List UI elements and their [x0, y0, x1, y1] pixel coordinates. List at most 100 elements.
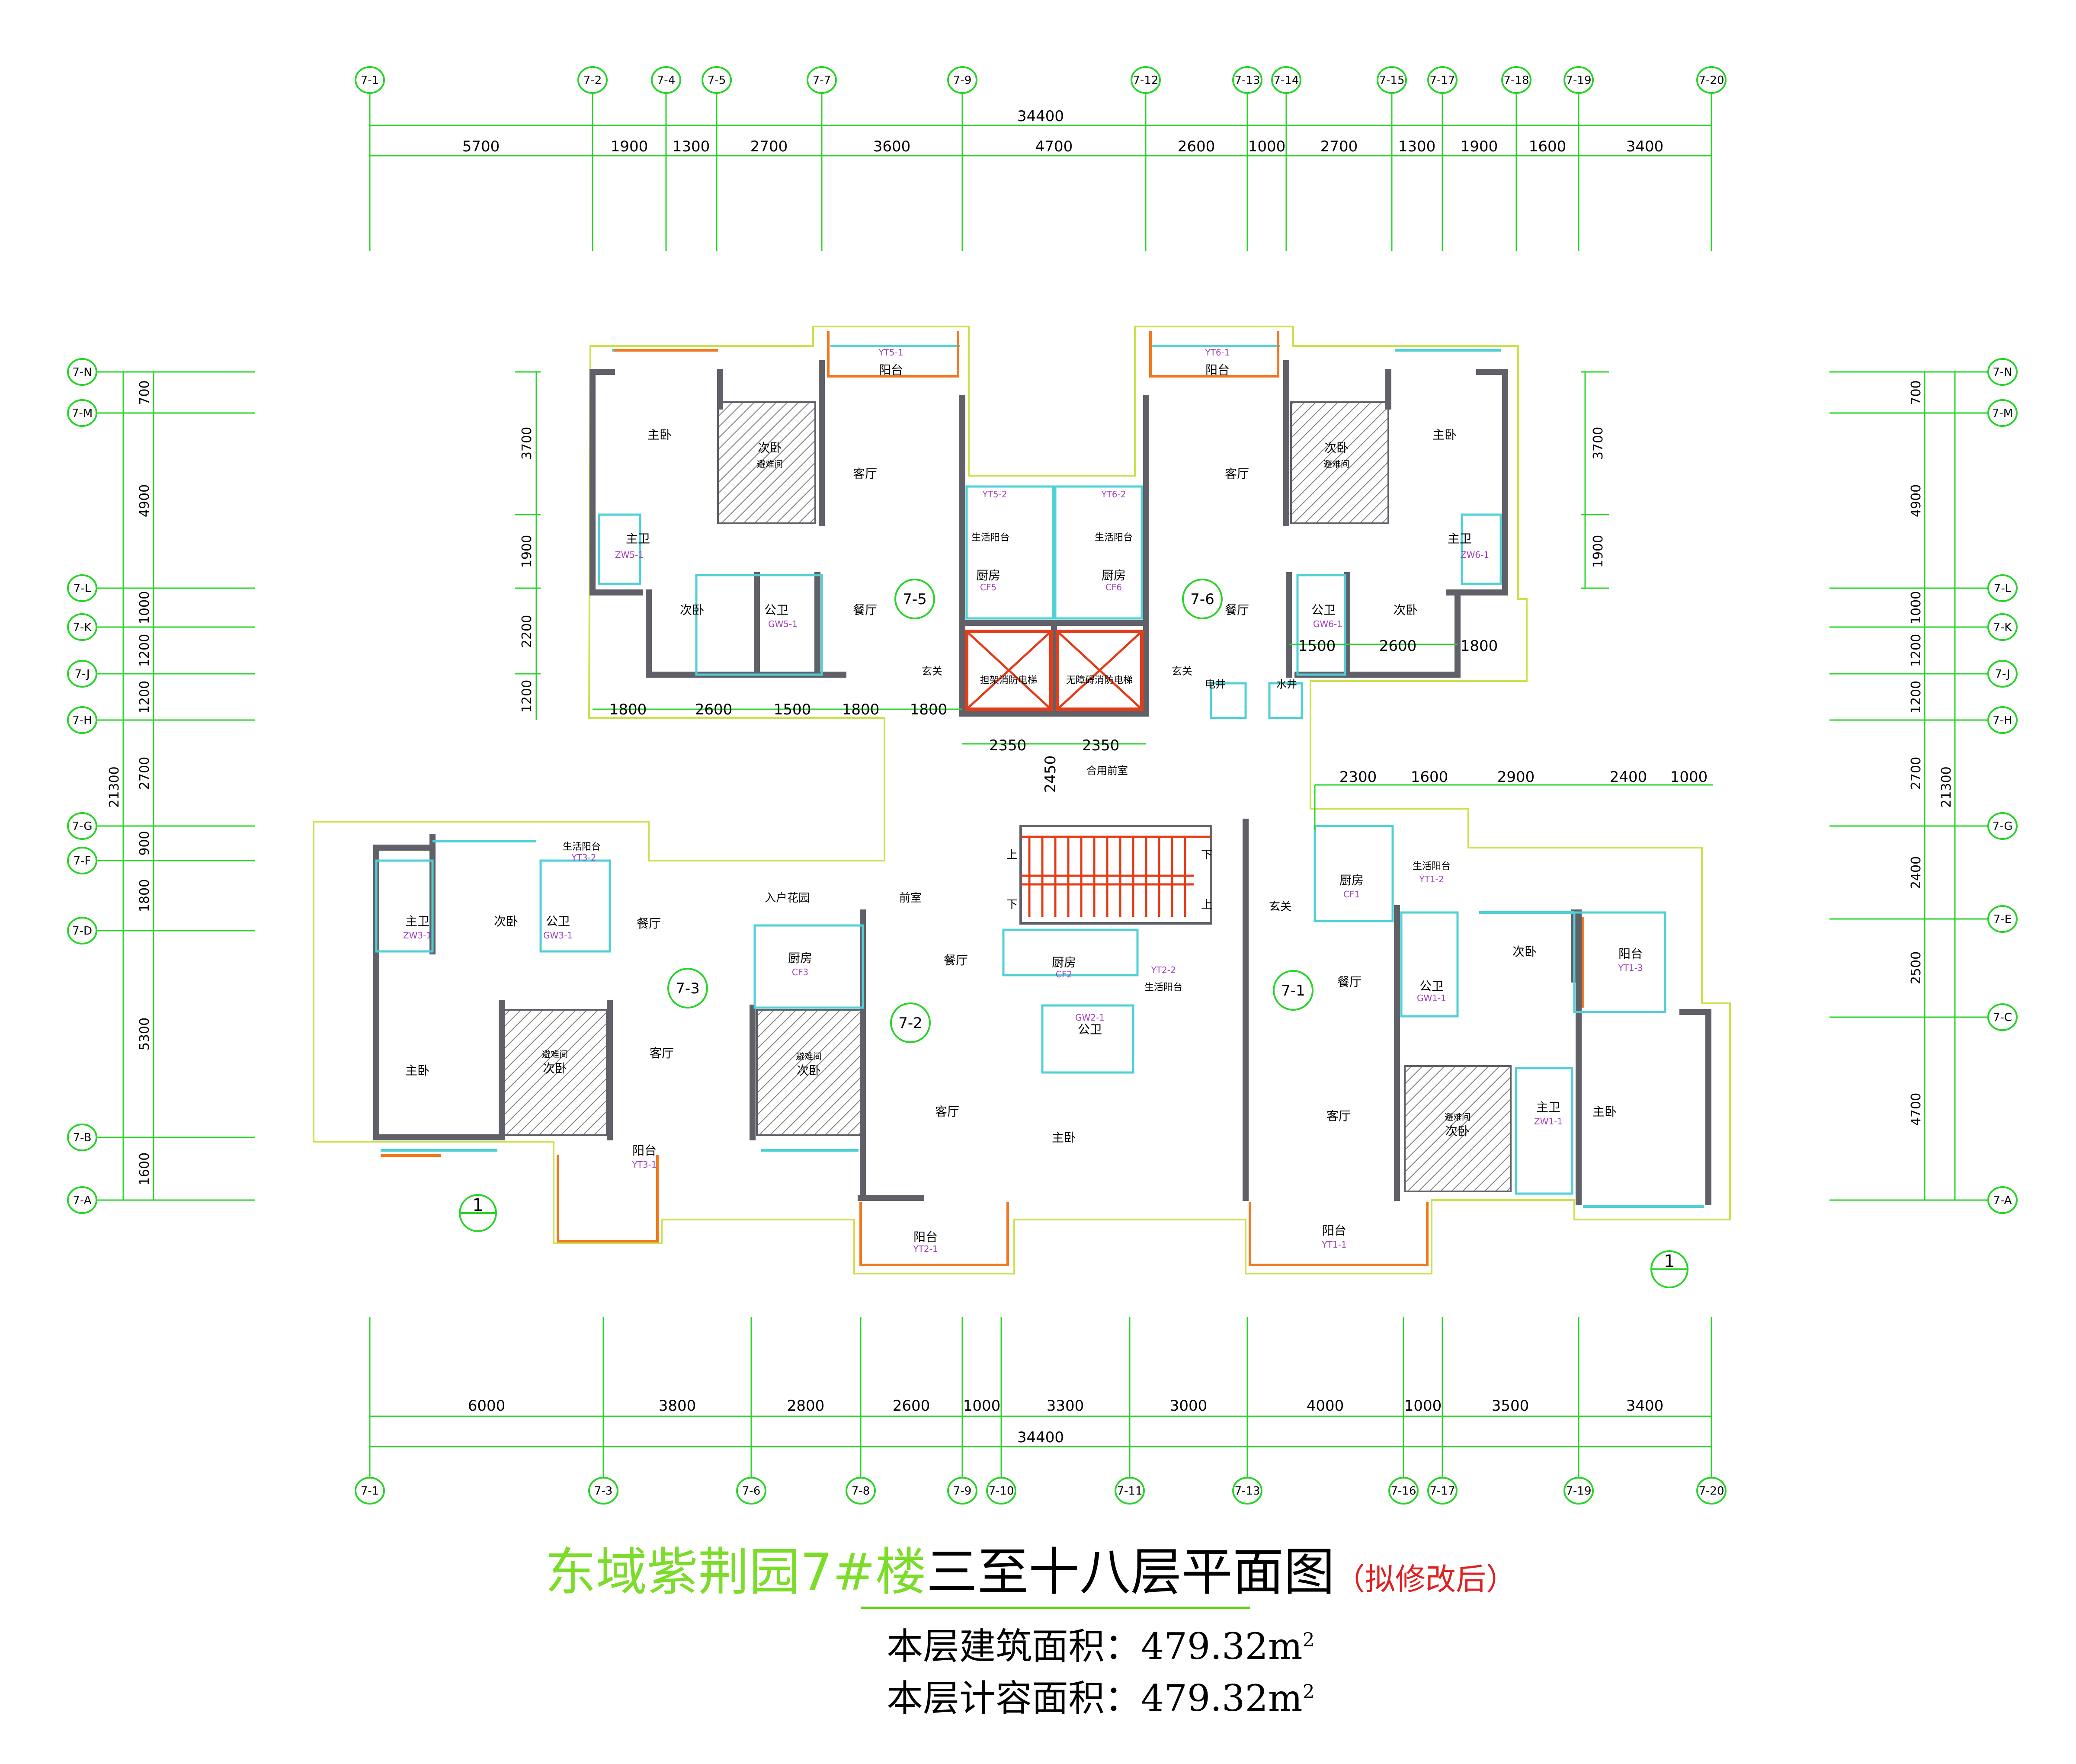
- room-label: 上: [1006, 848, 1018, 861]
- dim: 2600: [695, 701, 733, 718]
- section-marks: 1 1: [459, 1194, 1688, 1288]
- dim: 1300: [1398, 138, 1436, 155]
- tag: CF3: [792, 967, 808, 977]
- left-axis-bubbles: [67, 358, 97, 1214]
- axis-label: 7-C: [1993, 1011, 2012, 1024]
- axis-label: 7-3: [594, 1485, 612, 1498]
- axis-label: 7-13: [1234, 1485, 1260, 1498]
- tag: ZW1-1: [1534, 1116, 1563, 1127]
- top-dimensions: 34400 5700 1900 1300 2700 3600 4700 2600…: [462, 108, 1664, 155]
- dim-total: 34400: [1017, 1429, 1064, 1446]
- building-outline: [313, 326, 1731, 1274]
- axis-label: 7-9: [953, 74, 971, 87]
- dim: 3600: [873, 138, 911, 155]
- dim-total: 21300: [107, 766, 122, 807]
- axis-label: 7-J: [74, 668, 90, 681]
- dim: 1000: [137, 591, 152, 624]
- room-label: 阳台: [1205, 363, 1230, 377]
- axis-label: 7-E: [1993, 913, 2012, 926]
- axis-label: 7-5: [708, 74, 726, 87]
- dim: 3500: [1492, 1397, 1529, 1415]
- dim: 5700: [462, 138, 500, 155]
- dim: 2350: [989, 737, 1027, 754]
- dim: 2400: [1610, 768, 1647, 786]
- room-label: 公卫: [546, 914, 570, 928]
- room-label: 担架消防电梯: [980, 675, 1037, 686]
- bottom-axis-grid: [369, 1317, 1712, 1477]
- room-label: 下: [1006, 898, 1018, 911]
- unit-label: 7-6: [1190, 591, 1214, 608]
- dim: 1500: [774, 701, 811, 718]
- axis-label: 7-D: [72, 925, 92, 938]
- tag: YT6-1: [1205, 347, 1230, 358]
- room-label: 次卧: [758, 441, 782, 455]
- dim: 6000: [468, 1397, 506, 1415]
- dim-total: 34400: [1017, 108, 1064, 125]
- axis-label: 7-2: [583, 74, 602, 87]
- dim: 3700: [1591, 427, 1606, 460]
- room-label: 下: [1201, 848, 1212, 861]
- axis-label: 7-10: [988, 1485, 1014, 1498]
- room-label: 客厅: [1225, 467, 1249, 481]
- tag: CF2: [1056, 969, 1072, 980]
- dim: 1900: [1591, 535, 1606, 568]
- axis-label: 7-A: [73, 1194, 91, 1207]
- dim: 2700: [750, 138, 788, 155]
- room-label: 避难间: [757, 459, 783, 469]
- unit-label: 7-2: [898, 1015, 923, 1032]
- dim: 3700: [519, 427, 535, 460]
- room-label: 生活阳台: [971, 532, 1009, 543]
- room-label: 次卧: [1394, 603, 1418, 617]
- room-label: 玄关: [1172, 665, 1192, 677]
- tag: GW2-1: [1075, 1012, 1105, 1023]
- right-axis-grid: [1829, 371, 1990, 1201]
- drawing-name: 三至十八层平面图: [926, 1542, 1335, 1602]
- room-label: 玄关: [922, 665, 942, 677]
- dim: 1900: [611, 138, 648, 155]
- top-axis-grid: [369, 93, 1712, 251]
- room-label: 公卫: [1419, 979, 1444, 993]
- room-label: 主卫: [405, 914, 429, 928]
- axis-label: 7-17: [1429, 74, 1455, 87]
- tag: CF5: [980, 582, 996, 592]
- room-label: 避难间: [542, 1049, 568, 1060]
- dim: 2200: [519, 615, 535, 648]
- dim: 2500: [1909, 951, 1924, 984]
- project-name: 东域紫荆园7#楼: [545, 1542, 926, 1602]
- room-label: 主卫: [626, 531, 650, 546]
- room-label: 客厅: [935, 1105, 959, 1119]
- axis-label: 7-F: [74, 855, 91, 868]
- dim: 2700: [137, 757, 152, 790]
- dim: 2300: [1339, 768, 1377, 786]
- room-label: 生活阳台: [1413, 861, 1451, 872]
- room-label: 主卧: [1432, 428, 1457, 442]
- room-label: 客厅: [650, 1046, 674, 1060]
- tag: ZW3-1: [403, 930, 432, 941]
- room-label: 避难间: [1323, 459, 1349, 469]
- area-unit-sup: 2: [1302, 1681, 1315, 1703]
- bottom-axis-labels: 7-1 7-3 7-6 7-8 7-9 7-10 7-11 7-13 7-16 …: [361, 1485, 1724, 1498]
- dim: 2800: [787, 1397, 825, 1415]
- equipment-tags: YT5-1 YT6-1 YT5-2 YT6-2 CF5 CF6 GW5-1 GW…: [403, 347, 1643, 1254]
- axis-label: 7-H: [1993, 714, 2012, 727]
- left-axis-labels: 7-N 7-M 7-L 7-K 7-J 7-H 7-G 7-F 7-D 7-B …: [72, 366, 93, 1207]
- axis-label: 7-K: [1993, 621, 2012, 634]
- axis-label: 7-16: [1390, 1485, 1416, 1498]
- dim: 4000: [1307, 1397, 1344, 1415]
- room-label: 主卫: [1448, 531, 1472, 546]
- room-label: 无障碍消防电梯: [1066, 675, 1133, 686]
- dim: 1200: [1909, 634, 1924, 667]
- room-label: 厨房: [1052, 955, 1076, 970]
- room-label: 阳台: [632, 1143, 657, 1158]
- room-label: 阳台: [913, 1230, 938, 1244]
- room-label: 主卧: [1052, 1130, 1076, 1145]
- axis-label: 7-20: [1698, 1485, 1724, 1498]
- dim: 2600: [893, 1397, 930, 1415]
- tag: GW5-1: [768, 619, 798, 629]
- room-label: 阳台: [1618, 947, 1643, 961]
- room-label: 主卧: [405, 1063, 429, 1078]
- tag: CF6: [1105, 582, 1122, 592]
- axis-label: 7-B: [73, 1131, 92, 1144]
- floor-plan: 7-1 7-2 7-4 7-5 7-7 7-9 7-12 7-13 7-14 7…: [67, 66, 2018, 1505]
- dim: 700: [1909, 380, 1924, 405]
